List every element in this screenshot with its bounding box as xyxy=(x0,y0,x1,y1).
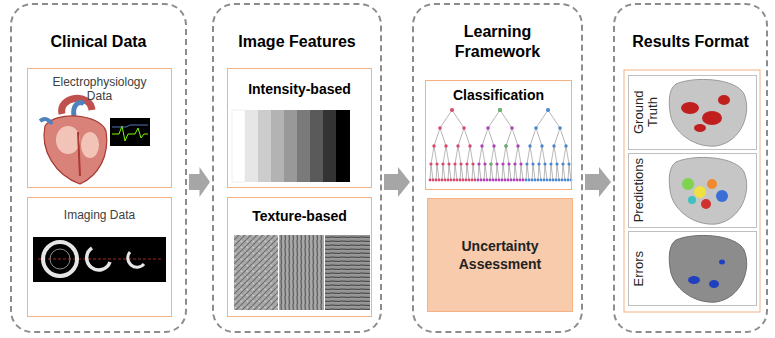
stage-panel: Image FeaturesIntensity-basedTexture-bas… xyxy=(212,3,382,333)
texture-samples xyxy=(234,235,370,310)
prediction-heart xyxy=(669,157,746,224)
stage-heading: Learning Framework xyxy=(438,22,558,62)
stage-heading: Clinical Data xyxy=(19,32,179,52)
box-label: Intensity-based xyxy=(232,81,367,98)
ecg-trace xyxy=(110,118,150,146)
texture-samples-part xyxy=(325,235,370,310)
error-heart-part xyxy=(669,235,746,302)
data-box: Electrophysiology Data xyxy=(27,68,172,188)
mri-slices xyxy=(33,237,166,282)
error-heart-part xyxy=(719,260,725,265)
error-heart xyxy=(669,235,746,302)
ground-truth-heart-part xyxy=(718,95,730,105)
feature-box: Texture-based xyxy=(227,197,372,317)
box-label: Ground Truth xyxy=(632,79,660,146)
stage-panel: Learning FrameworkClassificationUncertai… xyxy=(412,3,583,333)
method-box: Uncertainty Assessment xyxy=(427,198,573,312)
ecg-trace-part xyxy=(110,118,150,146)
flow-arrow xyxy=(585,167,611,197)
ecg-trace-part xyxy=(112,126,148,141)
decision-trees-part xyxy=(477,108,525,181)
intensity-gradient-part xyxy=(258,110,271,182)
flow-arrow xyxy=(384,167,410,197)
result-row: Predictions xyxy=(628,153,757,228)
heart-illustration-part xyxy=(78,132,80,176)
heart-illustration-part xyxy=(81,132,99,158)
decision-trees-part-part xyxy=(504,144,507,147)
ground-truth-heart xyxy=(669,79,746,146)
intensity-gradient-part xyxy=(336,110,350,182)
prediction-heart-part xyxy=(682,178,694,190)
data-box: Imaging Data xyxy=(27,197,172,317)
ecg-trace-part xyxy=(112,125,148,127)
heart-illustration-part xyxy=(56,126,80,154)
decision-trees-part-part xyxy=(489,162,492,165)
intensity-gradient-part xyxy=(310,110,323,182)
error-heart-part xyxy=(688,276,700,284)
feature-box: Intensity-based xyxy=(227,68,372,188)
error-heart-part xyxy=(709,280,719,288)
decision-trees-part xyxy=(429,108,477,181)
mri-slices-part xyxy=(38,259,162,260)
prediction-heart-part xyxy=(707,179,717,189)
box-label: Errors xyxy=(632,251,646,286)
decision-trees-part xyxy=(489,108,507,166)
heart-illustration-part xyxy=(40,119,52,124)
result-row: Ground Truth xyxy=(628,75,757,150)
box-label: Predictions xyxy=(632,158,646,222)
mri-slices-part xyxy=(43,242,77,276)
result-row: Errors xyxy=(628,231,757,306)
stage-heading: Results Format xyxy=(618,32,763,52)
stage-heading: Image Features xyxy=(220,32,375,52)
ground-truth-heart-part xyxy=(702,111,722,125)
ground-truth-heart-part xyxy=(694,124,706,132)
prediction-heart-part xyxy=(688,196,696,204)
heart-illustration xyxy=(40,98,107,184)
intensity-gradient-part xyxy=(232,110,245,182)
ground-truth-heart-part xyxy=(681,102,699,114)
heart-illustration-part xyxy=(74,103,84,117)
mri-slices-part xyxy=(50,249,70,269)
mri-slices-part xyxy=(87,248,110,270)
prediction-heart-part xyxy=(694,186,706,198)
ground-truth-heart-part xyxy=(669,79,746,146)
texture-samples-part xyxy=(234,235,278,310)
box-label: Classification xyxy=(430,87,567,104)
decision-trees-part xyxy=(525,108,573,181)
flow-arrow xyxy=(189,167,210,197)
decision-trees-part-part xyxy=(498,108,502,112)
stage-panel: Results FormatGround TruthPredictionsErr… xyxy=(613,3,768,333)
stage-panel: Clinical DataElectrophysiology DataImagi… xyxy=(10,3,187,333)
prediction-heart-part xyxy=(669,157,746,224)
intensity-gradient-part xyxy=(297,110,310,182)
box-label: Texture-based xyxy=(232,208,367,225)
heart-illustration-part xyxy=(44,116,107,184)
results-frame xyxy=(624,70,760,312)
intensity-gradient-part xyxy=(323,110,336,182)
decision-trees xyxy=(429,108,573,181)
box-label: Uncertainty Assessment xyxy=(440,237,560,273)
method-box: Classification xyxy=(425,80,572,190)
prediction-heart-part xyxy=(701,199,711,209)
box-label: Electrophysiology Data xyxy=(40,75,160,103)
intensity-gradient xyxy=(232,110,350,182)
texture-samples-part xyxy=(279,235,324,310)
mri-slices-part xyxy=(33,237,166,282)
intensity-gradient-part xyxy=(271,110,284,182)
prediction-heart-part xyxy=(716,190,728,202)
intensity-gradient-part xyxy=(245,110,258,182)
mri-slices-part xyxy=(128,252,144,267)
intensity-gradient-part xyxy=(284,110,297,182)
box-label: Imaging Data xyxy=(35,208,165,222)
